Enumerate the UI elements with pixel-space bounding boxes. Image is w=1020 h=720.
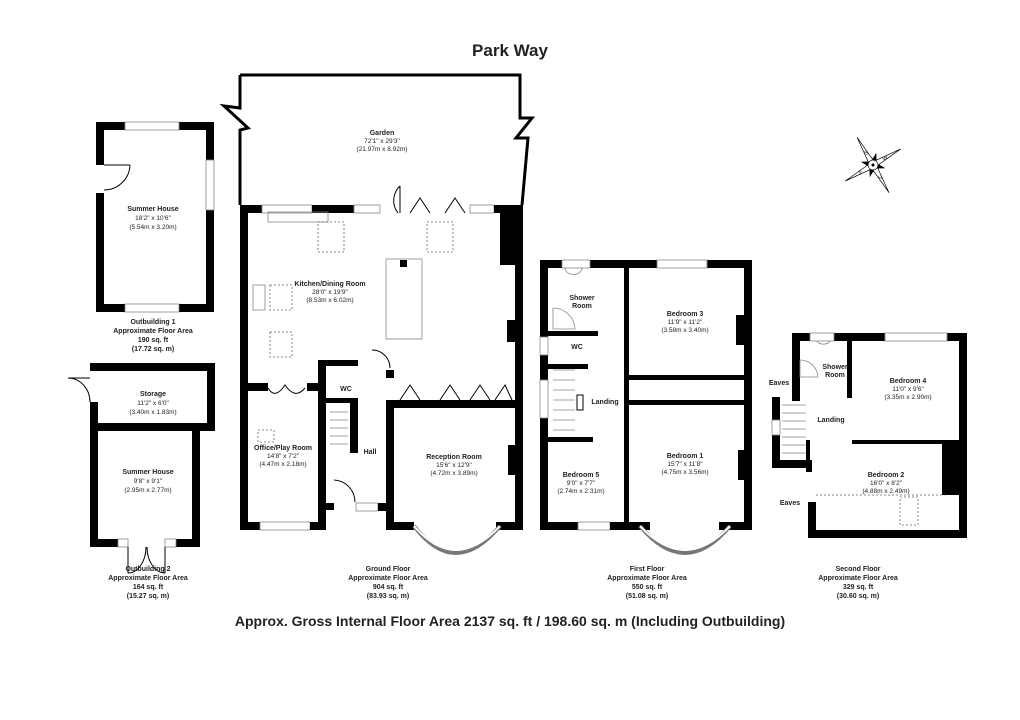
room-dimensions: 16'0" x 8'2" [870, 480, 903, 487]
room-dimensions: 11'0" x 9'6" [892, 386, 924, 393]
room-dimensions-metric: (3.35m x 2.90m) [884, 394, 931, 401]
room-name: Storage [140, 391, 166, 398]
room-name: Bedroom 2 [868, 472, 905, 479]
compass-letter-e: E [858, 169, 864, 176]
room-name: Bedroom 4 [890, 378, 927, 385]
area-label: Ground Floor [366, 566, 411, 573]
room-name: Office/Play Room [254, 445, 312, 452]
room-name: Kitchen/Dining Room [294, 281, 365, 288]
ground-floor-plan: Garden 72'1" x 29'3" (21.97m x 8.92m) Ki… [219, 73, 536, 600]
outbuilding-1-plan: Summer House 18'2" x 10'6" (5.54m x 3.20… [94, 121, 215, 353]
room-name: Landing [591, 399, 618, 406]
room-dimensions-metric: (4.47m x 2.18m) [259, 461, 306, 468]
area-sqft: 550 sq. ft [632, 584, 663, 591]
plan-title: Park Way [472, 41, 548, 60]
room-dimensions-metric: (5.54m x 3.20m) [129, 224, 176, 231]
room-dimensions-metric: (4.88m x 2.49m) [862, 488, 909, 495]
room-name: Bedroom 1 [667, 453, 704, 460]
area-label: Second Floor [836, 566, 881, 573]
area-label: Outbuilding 1 [130, 319, 175, 326]
area-sub: Approximate Floor Area [348, 575, 428, 582]
room-dimensions-metric: (4.75m x 3.56m) [661, 469, 708, 476]
area-sqm: (30.60 sq. m) [837, 593, 879, 600]
area-sqft: 904 sq. ft [373, 584, 404, 591]
room-dimensions-metric: (21.97m x 8.92m) [357, 146, 408, 153]
area-sqft: 164 sq. ft [133, 584, 164, 591]
area-sub: Approximate Floor Area [607, 575, 687, 582]
room-dimensions: 11'2" x 6'0" [137, 400, 169, 407]
room-dimensions-metric: (4.72m x 3.89m) [430, 470, 477, 477]
room-name: Shower [822, 364, 848, 371]
room-name: Bedroom 3 [667, 311, 704, 318]
room-name: Room [572, 303, 592, 310]
outbuilding-2-plan: Storage 11'2" x 6'0" (3.40m x 1.83m) Sum… [67, 363, 215, 600]
room-name: Room [825, 372, 845, 379]
compass-rose-icon: S W N E [845, 137, 901, 193]
compass-letter-s: S [863, 150, 869, 157]
area-sub: Approximate Floor Area [818, 575, 898, 582]
room-name: Bedroom 5 [563, 472, 600, 479]
area-sub: Approximate Floor Area [108, 575, 188, 582]
room-name: WC [340, 386, 352, 393]
room-dimensions-metric: (3.40m x 1.83m) [129, 409, 176, 416]
room-dimensions-metric: (8.53m x 6.02m) [306, 297, 353, 304]
room-name: Hall [364, 449, 377, 456]
area-label: Outbuilding 2 [125, 566, 170, 573]
room-name: Landing [817, 417, 844, 424]
room-dimensions: 11'9" x 11'2" [668, 319, 703, 326]
compass-letter-n: N [878, 175, 885, 182]
room-name: Reception Room [426, 454, 482, 461]
room-dimensions: 14'8" x 7'2" [267, 453, 300, 460]
area-sqm: (17.72 sq. m) [132, 346, 174, 353]
area-sqm: (15.27 sq. m) [127, 593, 169, 600]
room-dimensions-metric: (2.74m x 2.31m) [557, 488, 604, 495]
room-dimensions: 18'2" x 10'6" [135, 215, 171, 222]
eaves-label: Eaves [780, 500, 800, 507]
second-floor-plan: Shower Room Bedroom 4 11'0" x 9'6" (3.35… [769, 332, 967, 600]
compass-letter-w: W [882, 155, 890, 163]
room-name: Summer House [122, 469, 173, 476]
area-sub: Approximate Floor Area [113, 328, 193, 335]
room-dimensions: 15'7" x 11'8" [667, 461, 703, 468]
room-dimensions-metric: (2.95m x 2.77m) [124, 487, 171, 494]
room-dimensions: 9'8" x 9'1" [134, 478, 163, 485]
area-label: First Floor [630, 566, 665, 573]
first-floor-plan: Shower Room Bedroom 3 11'9" x 11'2" (3.5… [539, 259, 752, 600]
area-sqm: (83.93 sq. m) [367, 593, 409, 600]
room-dimensions-metric: (3.58m x 3.40m) [661, 327, 708, 334]
room-name: Garden [370, 130, 395, 137]
room-dimensions: 15'6" x 12'9" [436, 462, 472, 469]
area-sqft: 329 sq. ft [843, 584, 874, 591]
area-sqft: 190 sq. ft [138, 337, 169, 344]
room-name: WC [571, 344, 583, 351]
room-name: Summer House [127, 206, 178, 213]
room-dimensions: 72'1" x 29'3" [364, 138, 400, 145]
eaves-label: Eaves [769, 380, 789, 387]
room-name: Shower [569, 295, 595, 302]
room-dimensions: 9'0" x 7'7" [567, 480, 596, 487]
room-dimensions: 28'0" x 19'9" [312, 289, 348, 296]
gross-area-footer: Approx. Gross Internal Floor Area 2137 s… [235, 613, 785, 629]
area-sqm: (51.08 sq. m) [626, 593, 668, 600]
